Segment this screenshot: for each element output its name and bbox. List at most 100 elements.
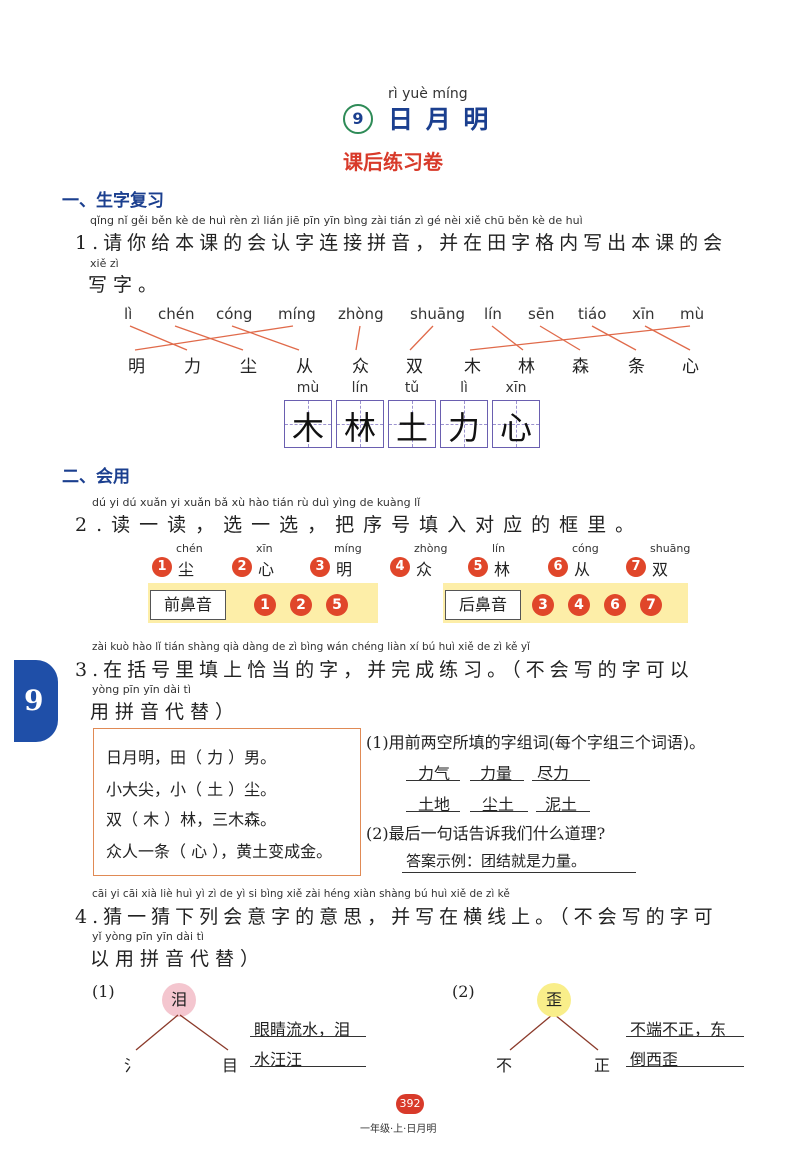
chapter-side-tab-number: 9 bbox=[24, 684, 44, 717]
tian-grid-cell[interactable]: 木 bbox=[284, 400, 332, 448]
q2-pinyin: dú yi dú xuǎn yi xuǎn bǎ xù hào tián rù … bbox=[92, 496, 421, 509]
q2-item-char: 从 bbox=[574, 560, 591, 579]
answer-underline bbox=[470, 811, 528, 812]
answer-underline bbox=[406, 811, 460, 812]
q2-item-char: 林 bbox=[494, 560, 511, 579]
matching-char[interactable]: 众 bbox=[352, 357, 369, 377]
matching-pinyin[interactable]: shuāng bbox=[410, 305, 466, 323]
q2-item-number: 1 bbox=[152, 557, 172, 577]
q2-text: 2.读一读，选一选，把序号填入对应的框里。 bbox=[75, 514, 644, 536]
matching-pinyin[interactable]: sēn bbox=[528, 305, 555, 323]
matching-char[interactable]: 心 bbox=[682, 357, 699, 377]
grid-pinyin: lì bbox=[460, 380, 468, 396]
matching-char[interactable]: 从 bbox=[296, 357, 313, 377]
matching-char[interactable]: 双 bbox=[406, 357, 423, 377]
answer-underline bbox=[402, 872, 636, 873]
answer-underline bbox=[250, 1066, 366, 1067]
q3-word: 土地 bbox=[418, 795, 451, 814]
q2-item-pinyin: xīn bbox=[256, 542, 273, 555]
matching-pinyin[interactable]: zhòng bbox=[338, 305, 384, 323]
grid-pinyin: mù bbox=[296, 380, 320, 396]
tian-grid-cell[interactable]: 土 bbox=[388, 400, 436, 448]
q3-word: 泥土 bbox=[545, 795, 578, 814]
q2-item-pinyin: zhòng bbox=[414, 542, 448, 555]
q1-text-line2: 写字。 bbox=[88, 274, 164, 296]
compound-char-bubble: 歪 bbox=[537, 983, 571, 1017]
tian-grid-cell[interactable]: 力 bbox=[440, 400, 488, 448]
q4-answer-line: 眼睛流水，泪 bbox=[254, 1020, 351, 1039]
q1-pinyin-line2: xiě zì bbox=[90, 257, 119, 270]
q4-answer-line: 倒西歪 bbox=[630, 1050, 679, 1069]
q4-part-label: (1) bbox=[92, 982, 115, 1001]
q4-part-label: (2) bbox=[452, 982, 475, 1001]
q3-subquestion-1: (1)用前两空所填的字组词(每个字组三个词语)。 bbox=[366, 733, 706, 752]
q3-box-line: 双（ 木 ）林，三木森。 bbox=[106, 810, 277, 829]
matching-pinyin[interactable]: xīn bbox=[632, 305, 655, 323]
q2-item-number: 7 bbox=[626, 557, 646, 577]
answer-underline bbox=[532, 780, 590, 781]
q4-text-line2: 以用拼音代替） bbox=[90, 948, 266, 970]
q2-item-number: 4 bbox=[390, 557, 410, 577]
q3-pinyin-line2: yòng pīn yīn dài tì bbox=[92, 683, 191, 696]
back-nasal-label: 后鼻音 bbox=[445, 590, 521, 620]
tian-grid-cell[interactable]: 心 bbox=[492, 400, 540, 448]
q3-box-line: 日月明，田（ 力 ）男。 bbox=[106, 748, 277, 767]
page-number-badge: 392 bbox=[396, 1094, 424, 1114]
matching-char[interactable]: 林 bbox=[518, 357, 535, 377]
q4-pinyin-line1: cāi yi cāi xià liè huì yì zì de yì si bì… bbox=[92, 888, 510, 900]
q2-item-pinyin: míng bbox=[334, 542, 362, 555]
answer-underline bbox=[406, 780, 460, 781]
grid-char: 木 bbox=[291, 409, 324, 447]
matching-pinyin[interactable]: tiáo bbox=[578, 305, 607, 323]
q2-item-char: 尘 bbox=[178, 560, 195, 579]
q1-text-line1: 1.请你给本课的会认字连接拼音，并在田字格内写出本课的会 bbox=[75, 232, 728, 254]
matching-char[interactable]: 森 bbox=[572, 357, 589, 377]
q2-item-pinyin: lín bbox=[492, 542, 506, 555]
answer-number: 3 bbox=[532, 594, 554, 616]
matching-pinyin[interactable]: cóng bbox=[216, 305, 253, 323]
q1-pinyin-line1: qǐng nǐ gěi běn kè de huì rèn zì lián ji… bbox=[90, 214, 583, 227]
matching-char[interactable]: 力 bbox=[184, 357, 201, 377]
matching-pinyin[interactable]: lì bbox=[124, 305, 133, 323]
grid-char: 心 bbox=[499, 409, 532, 447]
answer-underline bbox=[250, 1036, 366, 1037]
q2-item-number: 3 bbox=[310, 557, 330, 577]
grid-char: 林 bbox=[343, 409, 376, 447]
q3-word: 尘土 bbox=[482, 795, 515, 814]
tian-grid-cell[interactable]: 林 bbox=[336, 400, 384, 448]
q3-text-line2: 用拼音代替） bbox=[90, 701, 241, 723]
q2-item-number: 5 bbox=[468, 557, 488, 577]
q2-item-pinyin: cóng bbox=[572, 542, 599, 555]
grid-pinyin: xīn bbox=[505, 380, 527, 396]
q3-text-line1: 3.在括号里填上恰当的字，并完成练习。（不会写的字可以 bbox=[75, 659, 694, 681]
matching-pinyin[interactable]: chén bbox=[158, 305, 195, 323]
grid-char: 力 bbox=[447, 409, 480, 447]
matching-pinyin[interactable]: mù bbox=[680, 305, 705, 323]
page-subtitle: 课后练习卷 bbox=[343, 150, 443, 174]
q4-pinyin-line2: yǐ yòng pīn yīn dài tì bbox=[92, 930, 204, 943]
matching-char[interactable]: 条 bbox=[628, 357, 645, 377]
answer-number: 7 bbox=[640, 594, 662, 616]
radical-left: 不 bbox=[496, 1056, 513, 1075]
lesson-number-badge: 9 bbox=[343, 104, 373, 134]
matching-pinyin[interactable]: lín bbox=[484, 305, 502, 323]
grid-char: 土 bbox=[395, 409, 428, 447]
grid-pinyin: tǔ bbox=[404, 380, 420, 396]
q2-item-char: 心 bbox=[258, 560, 275, 579]
q2-item-char: 明 bbox=[336, 560, 353, 579]
q2-item-char: 双 bbox=[652, 560, 669, 579]
answer-underline bbox=[626, 1036, 744, 1037]
matching-char[interactable]: 明 bbox=[128, 357, 145, 377]
matching-pinyin[interactable]: míng bbox=[278, 305, 316, 323]
lesson-title: 日 月 明 bbox=[388, 105, 491, 134]
answer-underline bbox=[536, 811, 590, 812]
q3-subquestion-2: (2)最后一句话告诉我们什么道理? bbox=[366, 824, 606, 843]
front-nasal-label: 前鼻音 bbox=[150, 590, 226, 620]
matching-char[interactable]: 木 bbox=[464, 357, 481, 377]
matching-char[interactable]: 尘 bbox=[240, 357, 257, 377]
radical-right: 目 bbox=[222, 1056, 239, 1075]
compound-char-bubble: 泪 bbox=[162, 983, 196, 1017]
q2-item-pinyin: chén bbox=[176, 542, 203, 555]
